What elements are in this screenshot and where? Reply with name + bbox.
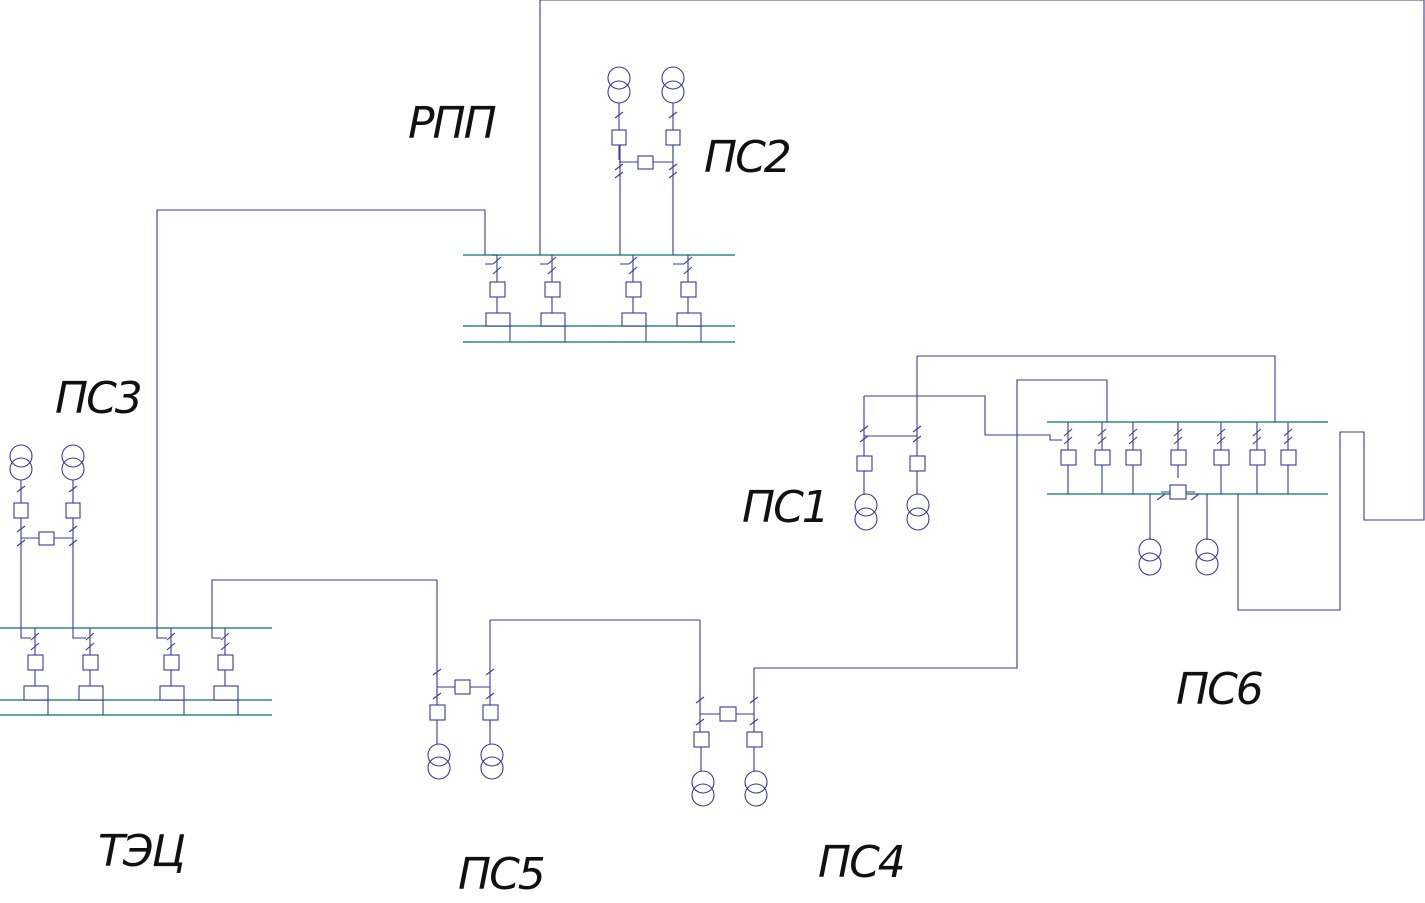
label-ps4: ПС4	[818, 837, 904, 888]
ps1-substation	[854, 356, 1062, 531]
label-ps6: ПС6	[1176, 664, 1263, 715]
label-ps1: ПС1	[742, 482, 828, 533]
label-ps5: ПС5	[458, 849, 544, 900]
ps3-substation	[9, 444, 85, 628]
label-rpp: РПП	[408, 98, 496, 149]
transmission-lines	[156, 0, 1425, 669]
ps5-substation	[427, 580, 504, 780]
label-ps3: ПС3	[55, 373, 141, 424]
rpp-substation	[463, 0, 735, 343]
ps4-substation	[691, 620, 768, 807]
tec-plant	[0, 627, 272, 716]
labels: РПП ПС2 ПС3 ПС1 ПС6 ТЭЦ ПС5 ПС4	[55, 98, 1265, 900]
label-ps2: ПС2	[704, 132, 790, 183]
ps6-substation	[1047, 421, 1341, 611]
ps2-substation	[607, 66, 685, 179]
label-tec: ТЭЦ	[98, 826, 185, 877]
